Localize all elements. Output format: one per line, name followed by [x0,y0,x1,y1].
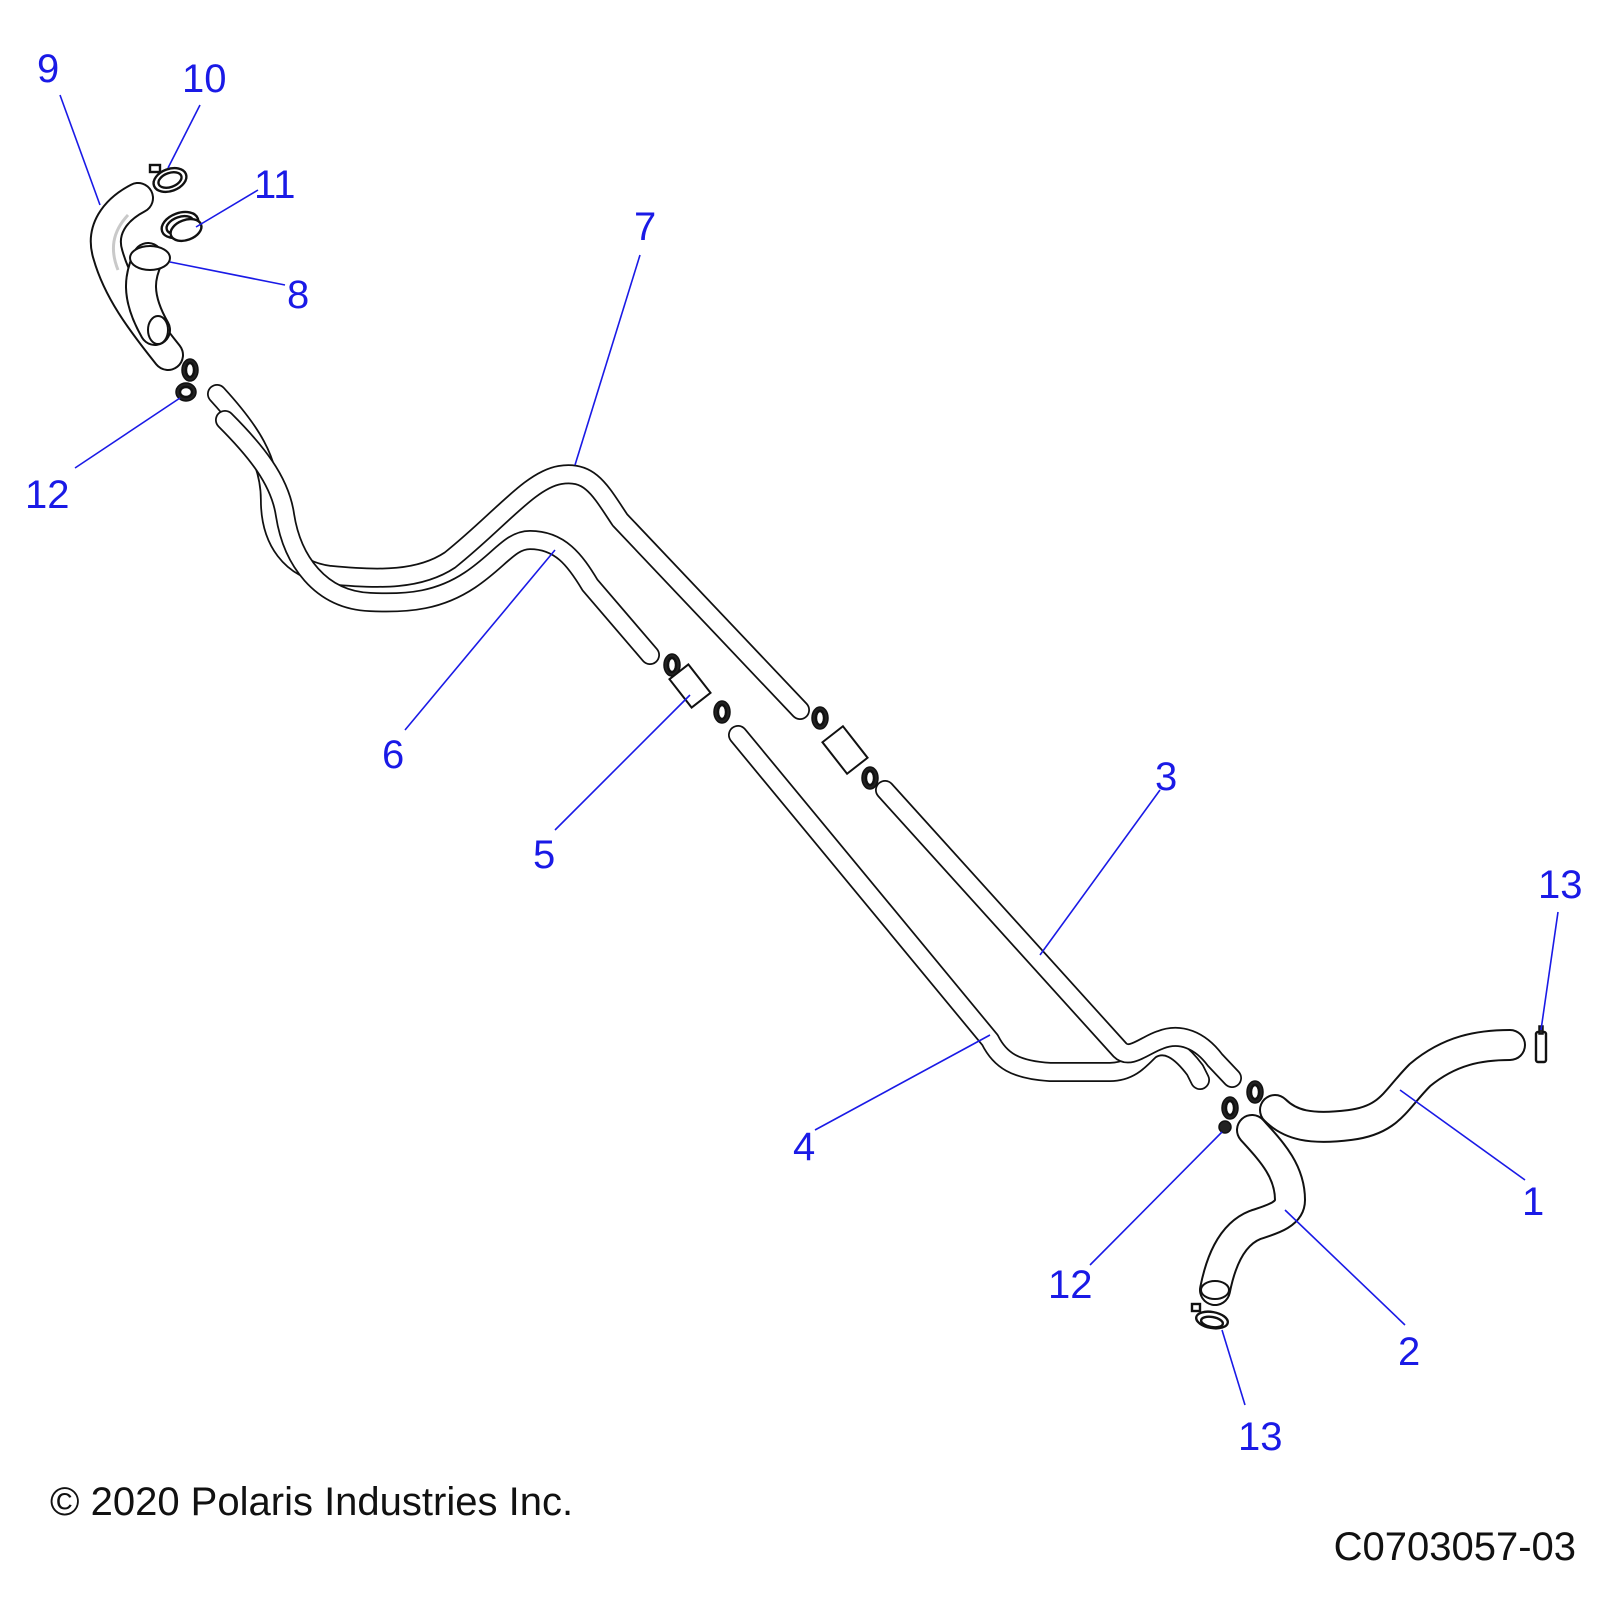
callout-1: 1 [1522,1180,1544,1224]
callout-3: 3 [1155,755,1177,799]
callout-13-upper: 13 [1538,863,1583,907]
part-12-clamps-upper [175,358,199,402]
part-4-hose [728,725,1210,1090]
part-11-clamp [160,210,203,243]
part-8-fitting [125,242,171,346]
callout-8: 8 [287,273,309,317]
copyright-text: © 2020 Polaris Industries Inc. [50,1480,574,1524]
part-13-clamps [1190,1025,1548,1330]
callout-12-upper: 12 [25,473,70,517]
leader-lines [59,94,1559,1406]
callout-12-lower: 12 [1048,1263,1093,1307]
part-6-hose [215,410,660,665]
callout-labels: 1 2 3 4 5 6 7 8 9 10 11 12 12 13 13 [25,47,1583,1459]
callout-10: 10 [182,57,227,101]
part-10-clamp [148,163,188,194]
callout-11: 11 [254,163,296,207]
callout-7: 7 [634,205,656,249]
part-2-hose [1199,1114,1306,1306]
part-12-clamps-lower [1218,1080,1264,1134]
callout-13-lower: 13 [1238,1415,1283,1459]
part-5-couplers [663,653,879,790]
part-code: C0703057-03 [1333,1525,1576,1569]
part-3-hose [875,780,1242,1088]
part-1-hose [1259,1029,1526,1143]
callout-4: 4 [793,1125,815,1169]
callout-5: 5 [533,833,555,877]
callout-9: 9 [37,47,59,91]
callout-2: 2 [1398,1330,1420,1374]
callout-6: 6 [382,733,404,777]
